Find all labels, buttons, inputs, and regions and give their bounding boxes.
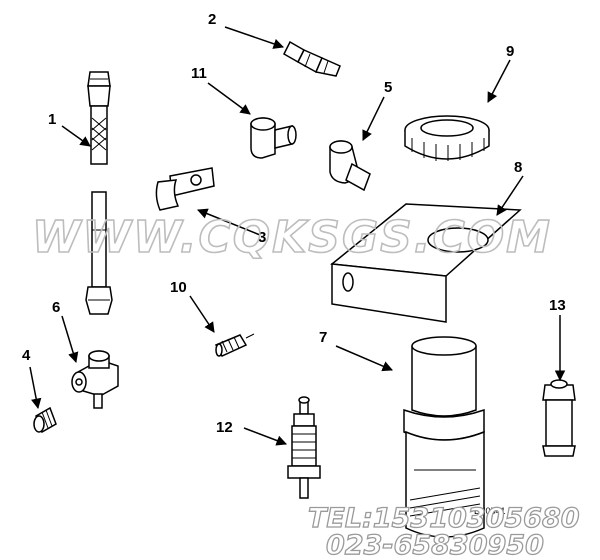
callout-7: 7 [319,329,327,346]
callout-1: 1 [48,111,56,128]
callout-8: 8 [514,159,522,176]
callout-2: 2 [208,11,216,28]
part-3-clip [155,167,215,211]
callout-4: 4 [22,347,31,364]
part-1-hose-assembly [85,71,113,315]
callout-13: 13 [549,297,566,314]
part-2-straight-fitting [283,40,341,77]
watermark-text: WWW.CQKSGS.COM [32,212,552,263]
drawing-tag: LH0541 [474,506,506,516]
contact-tel: TEL:15310305680 [308,503,580,534]
leader-lines [29,26,566,446]
callout-5: 5 [384,79,392,96]
part-13-filter-element [542,379,576,457]
part-8-bracket [330,203,522,323]
callout-numbers: 1 2 3 4 5 6 7 8 9 10 11 12 13 [22,11,566,436]
contact-phone: 023-65830950 [326,530,544,560]
part-4-pipe-plug [33,406,57,434]
callout-6: 6 [52,299,60,316]
part-5-elbow-fitting [329,140,371,192]
part-10-pipe-plug [214,333,255,357]
part-6-tee-fitting [71,350,119,409]
part-9-lock-nut [404,115,490,161]
callout-12: 12 [216,419,233,436]
part-12-drain-valve [287,396,321,499]
callout-10: 10 [170,279,187,296]
callout-9: 9 [506,43,514,60]
part-11-elbow-fitting [250,117,297,159]
part-7-fuel-filter [403,336,485,538]
callout-3: 3 [258,229,266,246]
callout-11: 11 [191,65,207,82]
